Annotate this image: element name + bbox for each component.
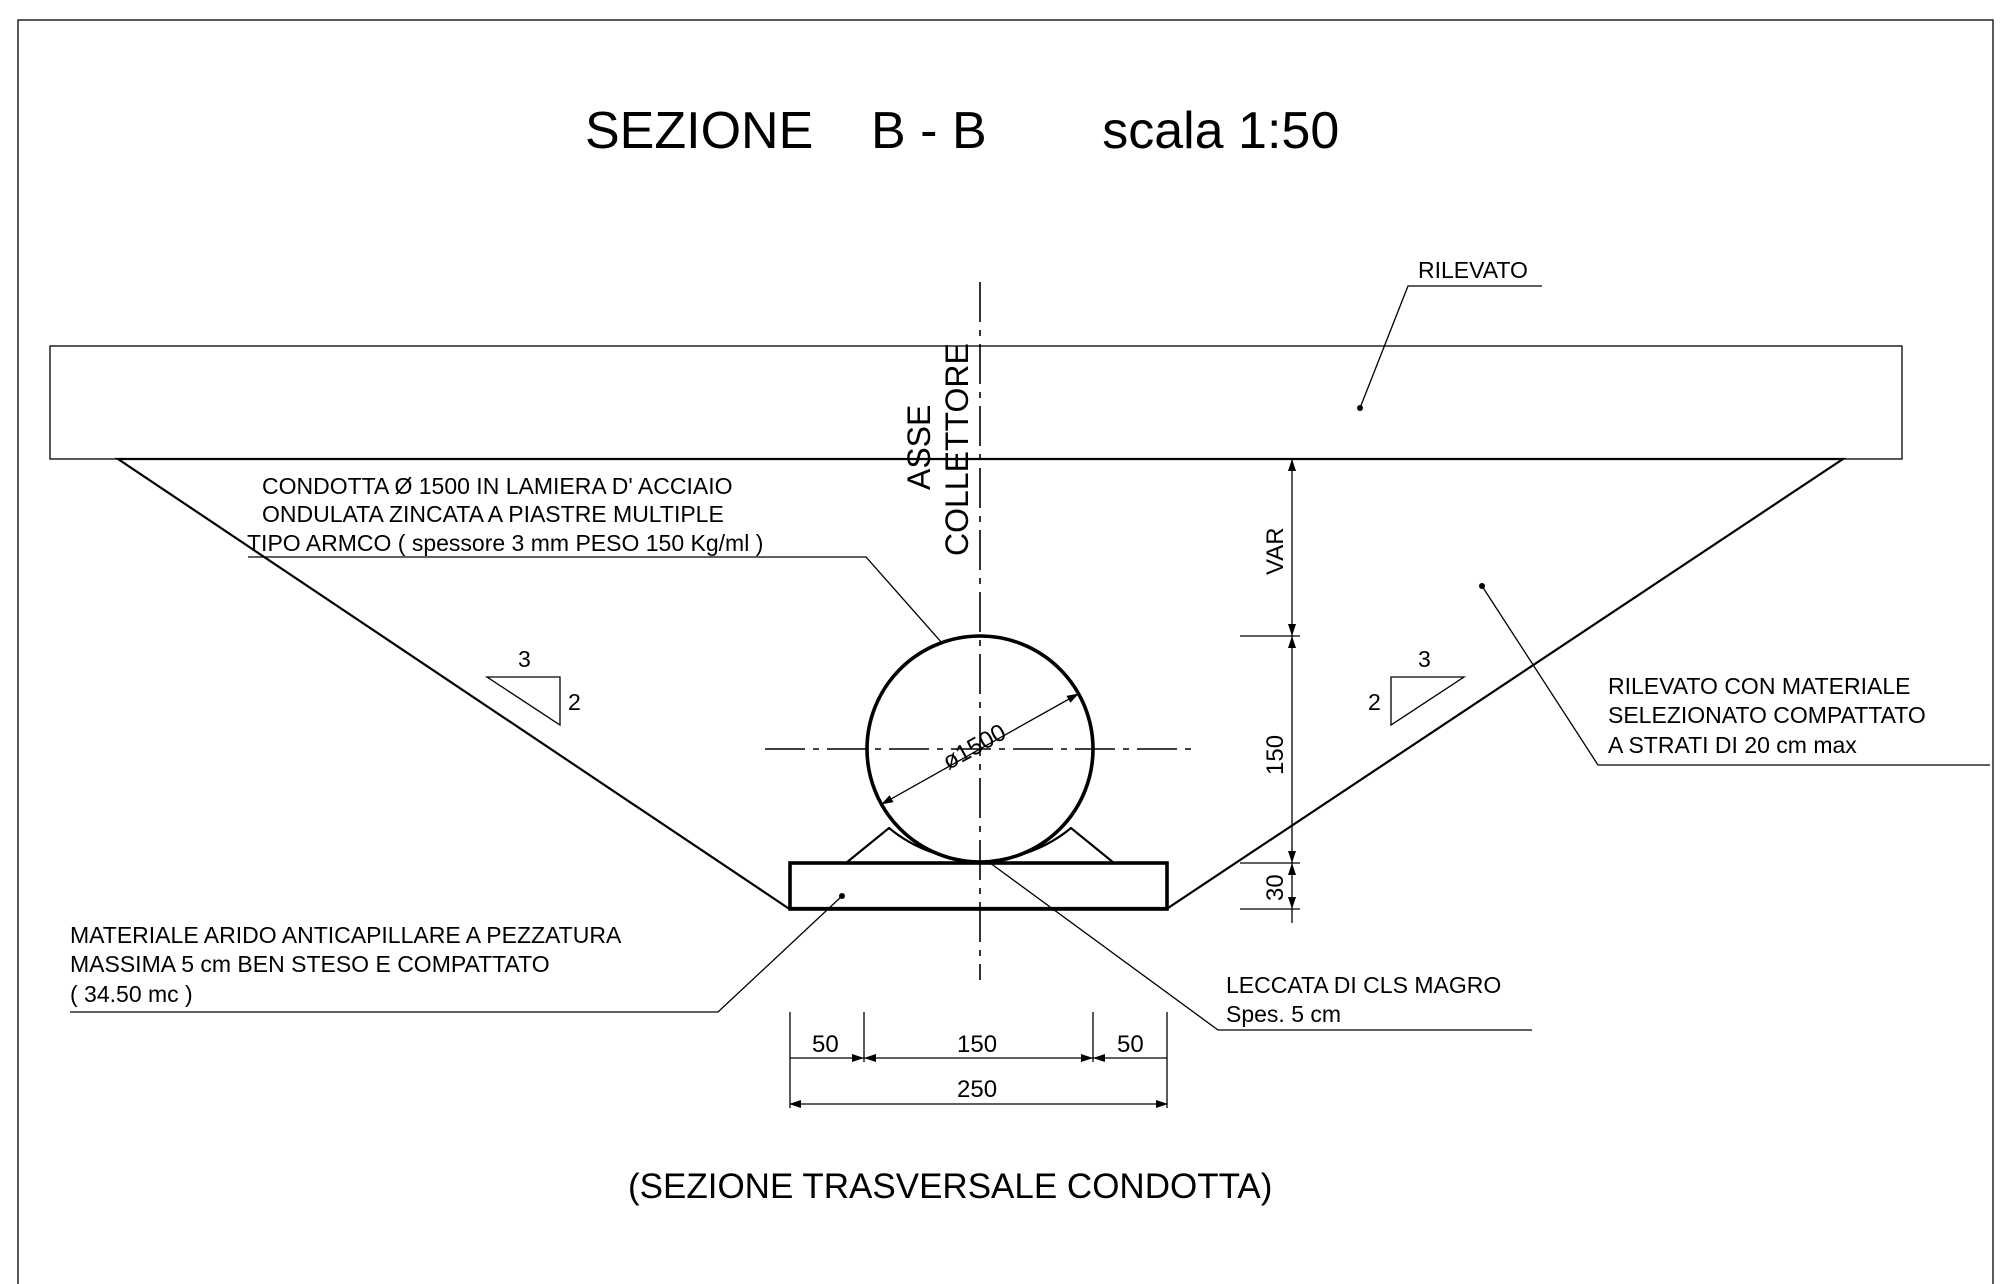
section-subtitle: (SEZIONE TRASVERSALE CONDOTTA): [628, 1167, 1272, 1206]
svg-text:30: 30: [1262, 874, 1289, 901]
drawing-frame: [17, 19, 1994, 1284]
svg-text:MATERIALE ARIDO ANTICAPILLAR: MATERIALE ARIDO ANTICAPILLARE A PEZZATUR…: [70, 922, 622, 948]
leader-rilevato: [1359, 285, 1542, 409]
svg-text:Spes. 5 cm: Spes. 5 cm: [1226, 1001, 1341, 1027]
svg-text:150: 150: [957, 1031, 997, 1058]
label-rilevato: RILEVATO: [1418, 257, 1528, 283]
svg-text:ONDULATA ZINCATA A PIASTRE: ONDULATA ZINCATA A PIASTRE MULTIPLE: [262, 501, 724, 527]
note-materiale-arido: MATERIALE ARIDO ANTICAPILLARE A PEZZATUR…: [70, 893, 845, 1013]
svg-text:MASSIMA 5 cm BEN STESO E: MASSIMA 5 cm BEN STESO E COMPATTATO: [70, 951, 550, 977]
svg-text:TIPO ARMCO ( spessore 3 mm: TIPO ARMCO ( spessore 3 mm PESO 150 Kg/m…: [247, 530, 763, 556]
axis-label-line2: COLLETTORE: [939, 343, 975, 556]
svg-text:CONDOTTA Ø 1500 IN LAMIERA: CONDOTTA Ø 1500 IN LAMIERA D' ACCIAIO: [262, 473, 732, 499]
svg-text:150: 150: [1262, 735, 1289, 775]
svg-text:SELEZIONATO COMPATTATO: SELEZIONATO COMPATTATO: [1608, 702, 1926, 728]
svg-text:2: 2: [1368, 689, 1381, 715]
section-title: SEZIONE B - B scala 1:50: [585, 102, 1339, 160]
axis-label-line1: ASSE: [901, 405, 937, 490]
horizontal-dimensions: 50 150 50 250: [789, 1012, 1168, 1108]
slope-triangle-left: 3 2: [484, 646, 581, 727]
svg-text:( 34.50 mc ): ( 34.50 mc ): [70, 981, 193, 1007]
svg-text:RILEVATO CON MATERIALE: RILEVATO CON MATERIALE: [1608, 673, 1910, 699]
svg-text:LECCATA DI CLS MAGRO: LECCATA DI CLS MAGRO: [1226, 972, 1501, 998]
slope-triangle-right: 3 2: [1368, 646, 1467, 727]
note-condotta: CONDOTTA Ø 1500 IN LAMIERA D' ACCIAIO ON…: [247, 473, 943, 644]
svg-text:2: 2: [568, 689, 581, 715]
svg-text:A STRATI DI 20 cm max: A STRATI DI 20 cm max: [1608, 732, 1857, 758]
svg-text:3: 3: [1418, 646, 1431, 672]
vertical-dimensions: VAR 150 30: [1240, 459, 1300, 923]
svg-text:50: 50: [812, 1031, 839, 1058]
gravel-base: [788, 861, 1169, 911]
rilevato-layer: [49, 345, 1903, 460]
note-leccata: LECCATA DI CLS MAGRO Spes. 5 cm: [985, 859, 1532, 1031]
svg-text:50: 50: [1117, 1031, 1144, 1058]
note-rilevato-materiale: RILEVATO CON MATERIALE SELEZIONATO COMPA…: [1479, 583, 1990, 766]
svg-text:250: 250: [957, 1076, 997, 1103]
svg-text:VAR: VAR: [1262, 527, 1289, 575]
svg-text:3: 3: [518, 646, 531, 672]
